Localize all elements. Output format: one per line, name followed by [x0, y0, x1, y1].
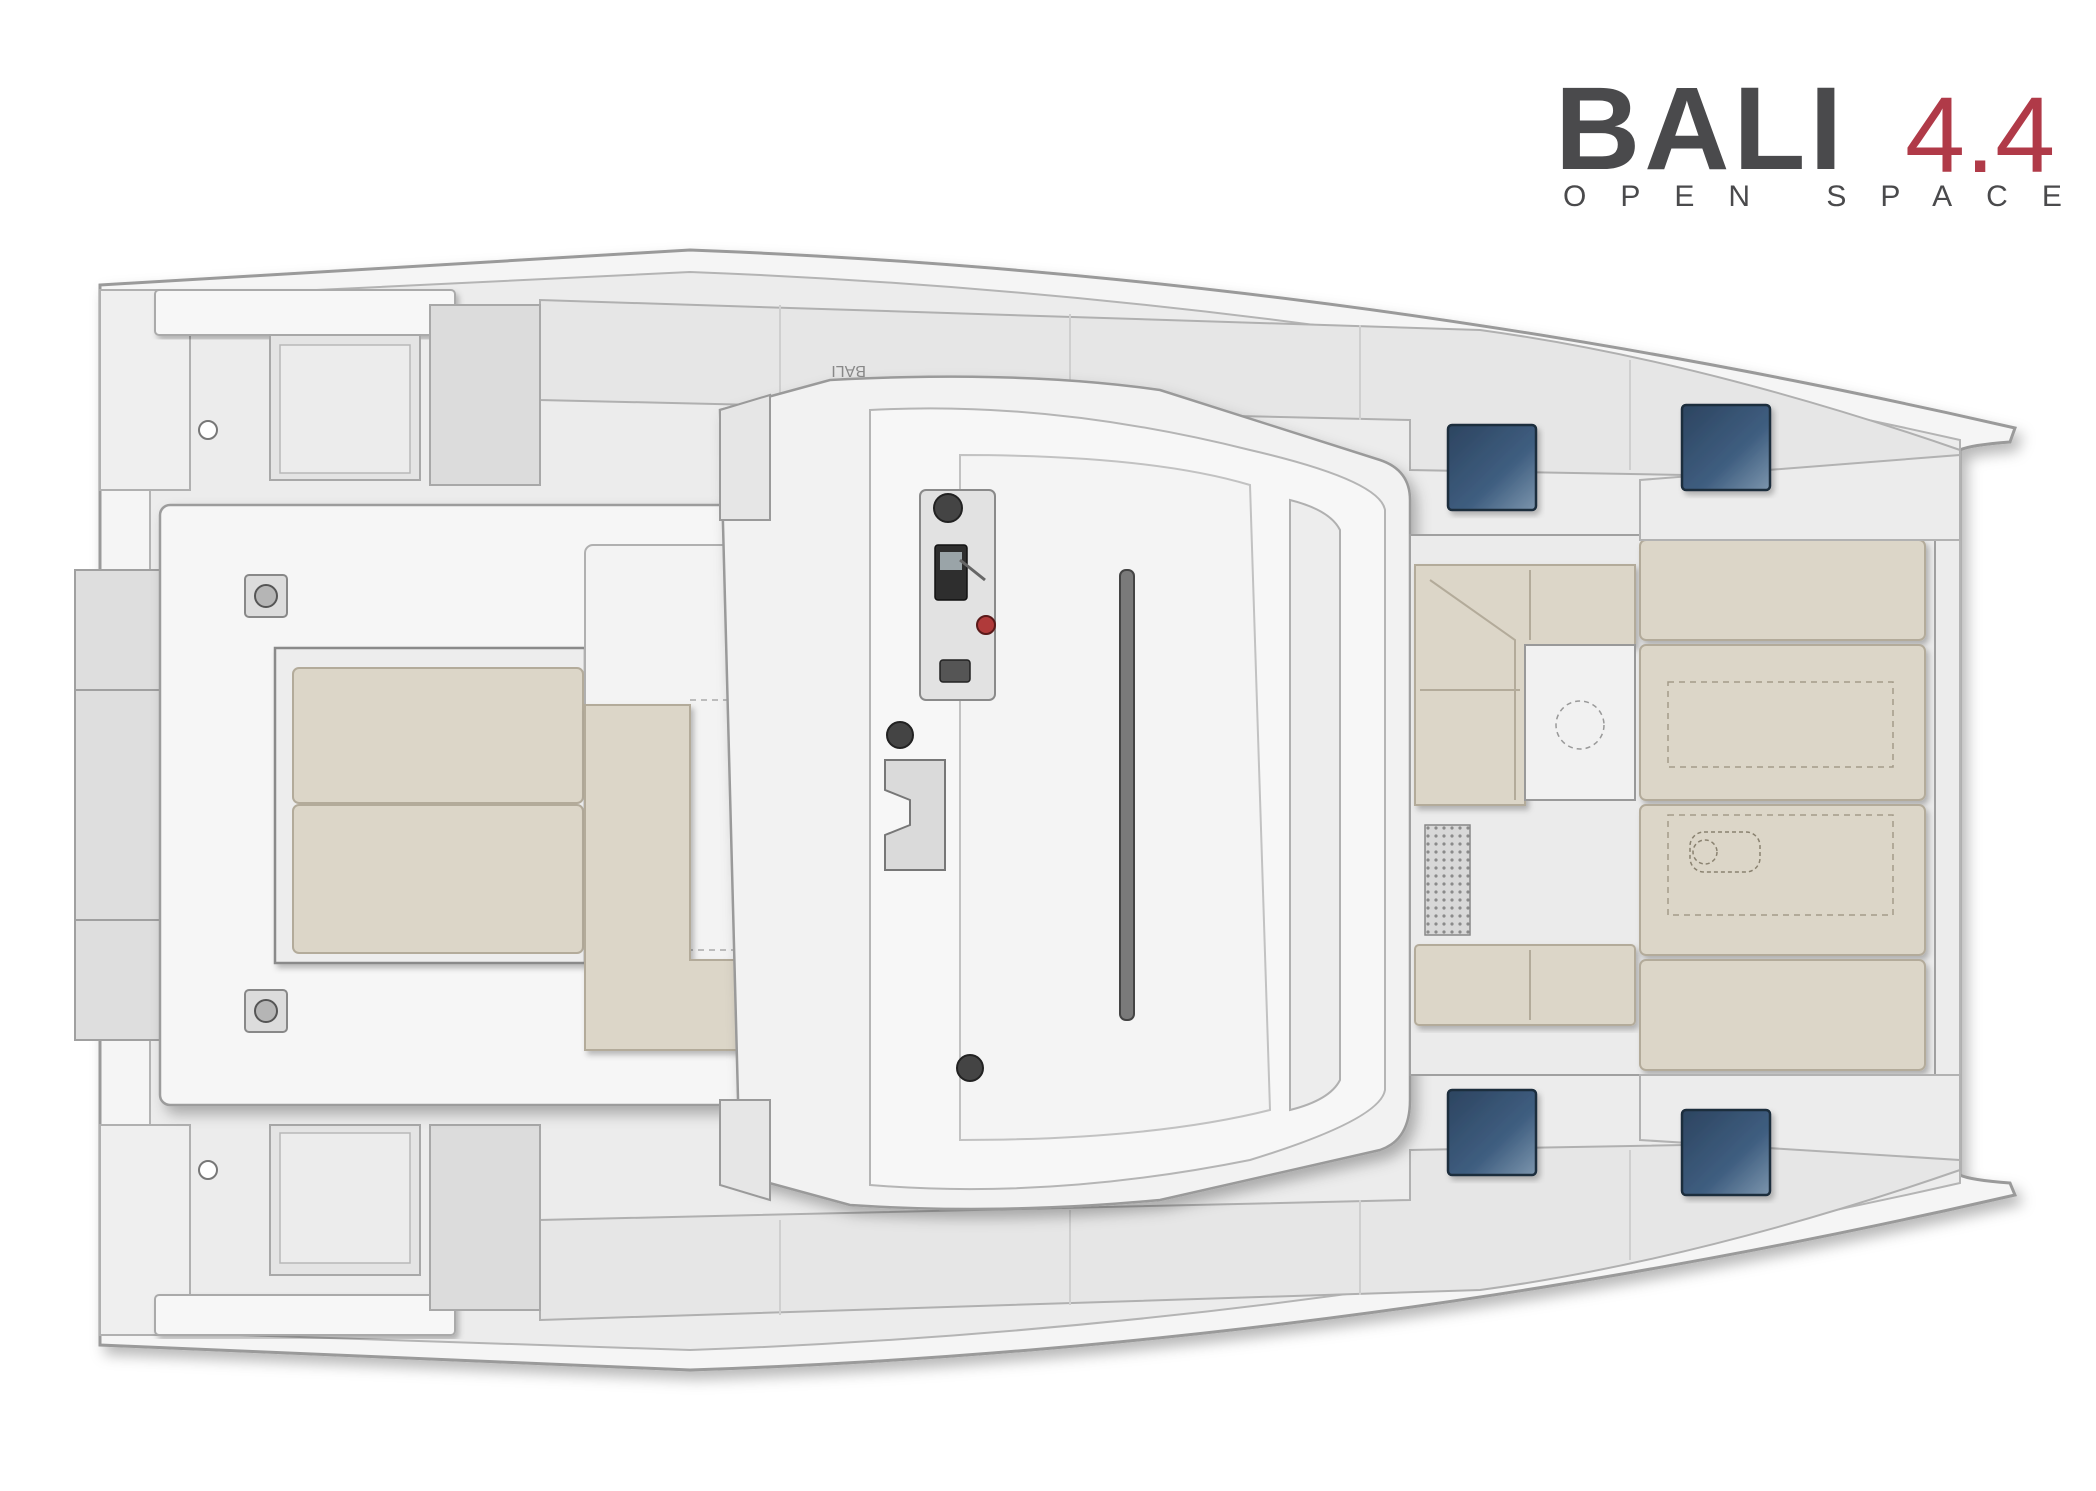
side-deck-bottom [539, 1138, 1961, 1322]
helm-winch-1 [933, 493, 963, 523]
aft-sunbed-cushion-2 [292, 804, 584, 954]
stern-beam-bottom [154, 1294, 456, 1336]
aft-sunbed-cushion-1 [292, 667, 584, 804]
winch-3 [956, 1054, 984, 1082]
transom-block [74, 569, 166, 1041]
bow-sunbed-cushion-3 [1639, 804, 1926, 956]
stern-stairs-bottom [429, 1124, 541, 1311]
coachroof-panel [959, 453, 1272, 1142]
bow-sunbed-cushion-2 [1639, 644, 1926, 801]
brand-logo: BALI 4.4 OPEN SPACE [1555, 63, 2062, 220]
stern-stairs-top [429, 304, 541, 486]
deck-hatch-1 [1446, 423, 1538, 512]
brand-name: BALI [1555, 63, 1847, 195]
forward-bench-bottom [1414, 944, 1636, 1026]
deck-hatch-4 [1680, 1108, 1772, 1197]
stern-hatch-top [279, 344, 411, 474]
bow-sunbed-cushion-4 [1639, 959, 1926, 1071]
coachroof-step-top [719, 393, 771, 521]
helm-seat-cutout [884, 759, 946, 871]
helm-emergency-button [976, 615, 996, 635]
brand-model: 4.4 [1905, 74, 2056, 195]
deck-drain-grate [1424, 824, 1471, 936]
helm-throttle [939, 659, 971, 683]
mast-track [1119, 569, 1135, 1021]
side-deck-top [539, 298, 1961, 482]
coachroof-step-bottom [719, 1099, 771, 1202]
bow-sunbed-cushion-1 [1639, 539, 1926, 641]
windscreen [1289, 498, 1341, 1112]
stern-hatch-bottom [279, 1132, 411, 1264]
deck-hatch-2 [1680, 403, 1772, 492]
cleat-top [198, 420, 218, 440]
stern-beam-top [154, 289, 456, 336]
forward-table [1524, 644, 1636, 801]
anchor-windlass [1689, 831, 1761, 873]
winch-2 [886, 721, 914, 749]
bow-marking: BALI [831, 362, 866, 379]
deck-hatch-3 [1446, 1088, 1538, 1177]
brand-tagline: OPEN SPACE [1563, 180, 2096, 213]
cleat-bottom [198, 1160, 218, 1180]
